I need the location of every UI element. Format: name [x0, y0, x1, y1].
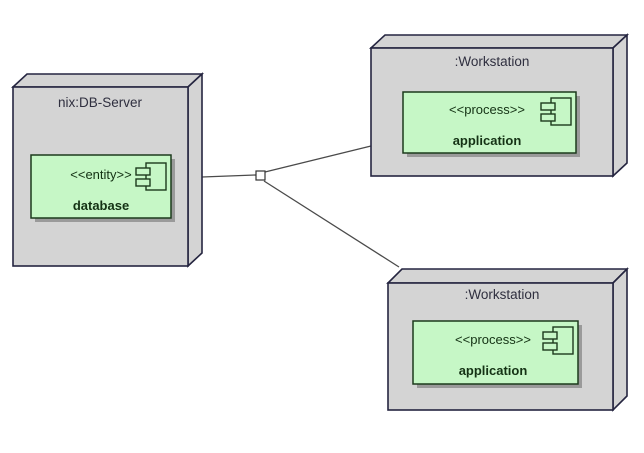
node-side-face [612, 267, 628, 412]
connector-junction-to-workstation-top[interactable] [264, 145, 372, 173]
connectors [201, 145, 400, 268]
component-icon-tab [542, 331, 558, 340]
component-icon-tab [135, 178, 151, 187]
component-icon-tab [542, 342, 558, 351]
component-stereotype: <<entity>> [70, 167, 131, 182]
node-db-server[interactable]: nix:DB-Server <<entity>> database [10, 72, 205, 268]
component-box [402, 91, 577, 154]
component-stereotype: <<process>> [449, 102, 525, 117]
component-name: database [73, 198, 129, 213]
node-title: :Workstation [465, 287, 540, 302]
component-icon-tab [540, 102, 556, 111]
component-icon-body [145, 162, 167, 191]
node-top-face [10, 73, 205, 88]
node-title: nix:DB-Server [58, 95, 143, 110]
connector-junction-to-workstation-bottom[interactable] [263, 180, 400, 268]
uml-component-icon [135, 162, 167, 191]
component-icon-tab [135, 167, 151, 176]
component-icon-body [552, 326, 574, 355]
node-workstation-top[interactable]: :Workstation <<process>> application [368, 33, 630, 178]
component-application-bottom[interactable]: <<process>> application [412, 320, 582, 388]
node-title: :Workstation [455, 54, 530, 69]
junction-square[interactable] [255, 170, 266, 181]
uml-component-icon [540, 97, 572, 126]
node-side-face [612, 33, 628, 178]
node-workstation-bottom[interactable]: :Workstation <<process>> application [386, 267, 629, 412]
component-database[interactable]: <<entity>> database [30, 154, 175, 222]
component-name: application [459, 363, 528, 378]
component-name: application [453, 133, 522, 148]
component-icon-tab [540, 113, 556, 122]
component-stereotype: <<process>> [455, 332, 531, 347]
node-top-face [368, 34, 630, 49]
connector-dbserver-to-junction[interactable] [201, 174, 257, 178]
node-top-face [386, 268, 629, 284]
node-side-face [187, 72, 203, 268]
component-application-top[interactable]: <<process>> application [402, 91, 580, 157]
uml-component-icon [542, 326, 574, 355]
component-icon-body [550, 97, 572, 126]
